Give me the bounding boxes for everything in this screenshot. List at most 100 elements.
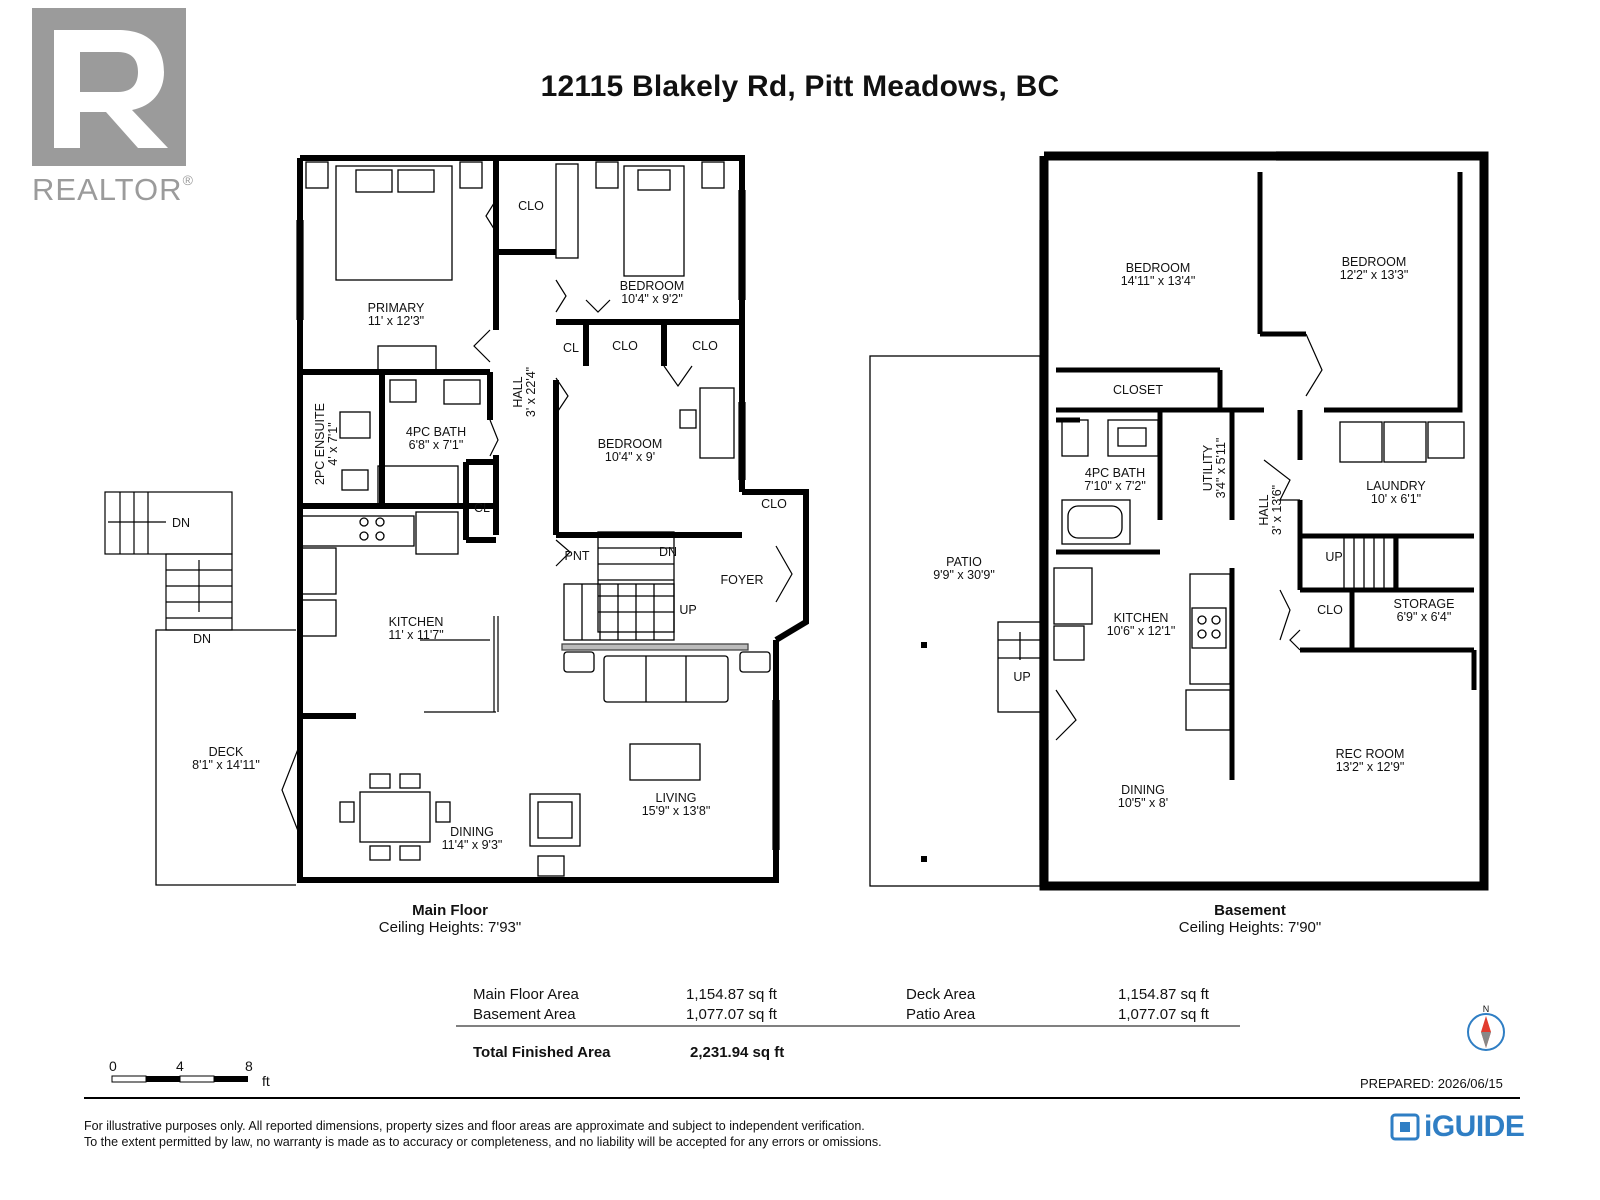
room-bedroom2-name: BEDROOM [598, 437, 663, 451]
room-cl-2: CL [474, 501, 490, 515]
room-b-clo: CLO [1317, 603, 1343, 617]
room-b-dining-name: DINING [1121, 783, 1165, 797]
room-b-dining-dim: 10'5" x 8' [1118, 796, 1168, 810]
room-patio-name: PATIO [946, 555, 982, 569]
room-clo-3: CLO [692, 339, 718, 353]
room-cl-1: CL [563, 341, 579, 355]
deck-area-value: 1,154.87 sq ft [1118, 986, 1209, 1003]
basement-caption: Basement [1214, 902, 1286, 919]
room-b-hall-name: HALL [1257, 494, 1271, 525]
room-b-bedroom1-dim: 14'11" x 13'4" [1121, 274, 1196, 288]
room-hall-name: HALL [511, 376, 525, 407]
registered-mark: ® [182, 172, 194, 188]
room-b-bath-name: 4PC BATH [1085, 466, 1145, 480]
main-floor-fixtures [299, 161, 771, 877]
room-storage-dim: 6'9" x 6'4" [1397, 610, 1452, 624]
room-bedroom1-dim: 10'4" x 9'2" [621, 292, 683, 306]
realtor-wordmark: REALTOR [32, 172, 183, 207]
total-area-label: Total Finished Area [473, 1044, 611, 1061]
main-floor-windows [296, 190, 780, 850]
main-floor-walls [297, 155, 809, 883]
scale-bar [111, 1075, 248, 1083]
main-floor-caption: Main Floor [412, 902, 488, 919]
deck-area-label: Deck Area [906, 986, 976, 1003]
room-clo-4: CLO [761, 497, 787, 511]
patio-outline [869, 355, 1041, 887]
room-b-bedroom1-name: BEDROOM [1126, 261, 1191, 275]
room-hall-dim: 3' x 22'4" [524, 367, 538, 417]
room-bedroom1-name: BEDROOM [620, 279, 685, 293]
room-deck-dim: 8'1" x 14'11" [192, 758, 260, 772]
room-utility-dim: 3'4" x 5'11" [1214, 438, 1228, 499]
room-rec-dim: 13'2" x 12'9" [1336, 760, 1405, 774]
room-deck-name: DECK [209, 745, 244, 759]
room-bath-main-name: 4PC BATH [406, 425, 466, 439]
room-b-bedroom2-name: BEDROOM [1342, 255, 1407, 269]
room-patio-dim: 9'9" x 30'9" [933, 568, 995, 582]
room-primary-name: PRIMARY [368, 301, 425, 315]
stair-up: UP [679, 603, 696, 617]
disclaimer-line-1: For illustrative purposes only. All repo… [84, 1119, 865, 1133]
room-living-dim: 15'9" x 13'8" [642, 804, 711, 818]
room-foyer: FOYER [720, 573, 763, 587]
scale-tick-8: 8 [245, 1058, 253, 1074]
room-pnt: PNT [565, 549, 590, 563]
basement-walls [1039, 151, 1489, 891]
room-b-kitchen-dim: 10'6" x 12'1" [1107, 624, 1176, 638]
room-closet: CLOSET [1113, 383, 1163, 397]
exterior-stairs [104, 491, 233, 631]
room-clo-1: CLO [518, 199, 544, 213]
room-ensuite-name: 2PC ENSUITE [313, 403, 327, 485]
main-floor-area-label: Main Floor Area [473, 986, 579, 1003]
disclaimer: For illustrative purposes only. All repo… [84, 1118, 882, 1150]
room-b-hall-dim: 3' x 13'6" [1270, 485, 1284, 535]
room-bath-main-dim: 6'8" x 7'1" [409, 438, 464, 452]
page-title: 12115 Blakely Rd, Pitt Meadows, BC [540, 70, 1060, 103]
room-b-bedroom2-dim: 12'2" x 13'3" [1340, 268, 1409, 282]
deck-dn: DN [193, 632, 211, 646]
basement-walls-interior [1056, 172, 1477, 780]
basement-area-label: Basement Area [473, 1006, 576, 1023]
ext-stair-dn: DN [172, 516, 190, 530]
prepared-date: PREPARED: 2026/06/15 [1360, 1076, 1503, 1091]
total-area-value: 2,231.94 sq ft [690, 1044, 785, 1061]
room-kitchen-dim: 11' x 11'7" [388, 628, 443, 642]
room-laundry-dim: 10' x 6'1" [1371, 492, 1421, 506]
patio-area-label: Patio Area [906, 1006, 976, 1023]
room-dining-name: DINING [450, 825, 494, 839]
room-living-name: LIVING [656, 791, 697, 805]
scale-tick-0: 0 [109, 1058, 117, 1074]
room-kitchen-name: KITCHEN [389, 615, 444, 629]
room-dining-dim: 11'4" x 9'3" [442, 838, 503, 852]
stair-dn: DN [659, 545, 677, 559]
compass-icon [1467, 1013, 1505, 1051]
main-floor-area-value: 1,154.87 sq ft [686, 986, 777, 1003]
main-floor-doors [281, 199, 793, 837]
iguide-wordmark: iGUIDE [1424, 1110, 1525, 1143]
room-bedroom2-dim: 10'4" x 9' [605, 450, 655, 464]
room-storage-name: STORAGE [1394, 597, 1455, 611]
basement-area-value: 1,077.07 sq ft [686, 1006, 777, 1023]
basement-windows [1039, 151, 1489, 840]
room-clo-2: CLO [612, 339, 638, 353]
room-utility-name: UTILITY [1201, 444, 1215, 491]
scale-unit: ft [262, 1073, 270, 1089]
basement-doors [1055, 333, 1323, 741]
patio-area-value: 1,077.07 sq ft [1118, 1006, 1209, 1023]
room-b-kitchen-name: KITCHEN [1114, 611, 1169, 625]
room-laundry-name: LAUNDRY [1366, 479, 1426, 493]
room-primary-dim: 11' x 12'3" [368, 314, 424, 328]
basement-ceiling: Ceiling Heights: 7'90" [1178, 919, 1322, 936]
compass-label: N [1483, 1004, 1490, 1014]
room-rec-name: REC ROOM [1336, 747, 1405, 761]
b-stair-up: UP [1325, 550, 1342, 564]
b-ext-stair-up: UP [1013, 670, 1030, 684]
room-b-bath-dim: 7'10" x 7'2" [1084, 479, 1146, 493]
room-ensuite-dim: 4' x 7'1" [326, 422, 340, 465]
realtor-r-icon [32, 8, 186, 166]
basement-fixtures [997, 419, 1465, 731]
disclaimer-line-2: To the extent permitted by law, no warra… [84, 1135, 882, 1149]
main-floor-ceiling: Ceiling Heights: 7'93" [378, 919, 522, 936]
iguide-logo-icon [1390, 1113, 1420, 1141]
